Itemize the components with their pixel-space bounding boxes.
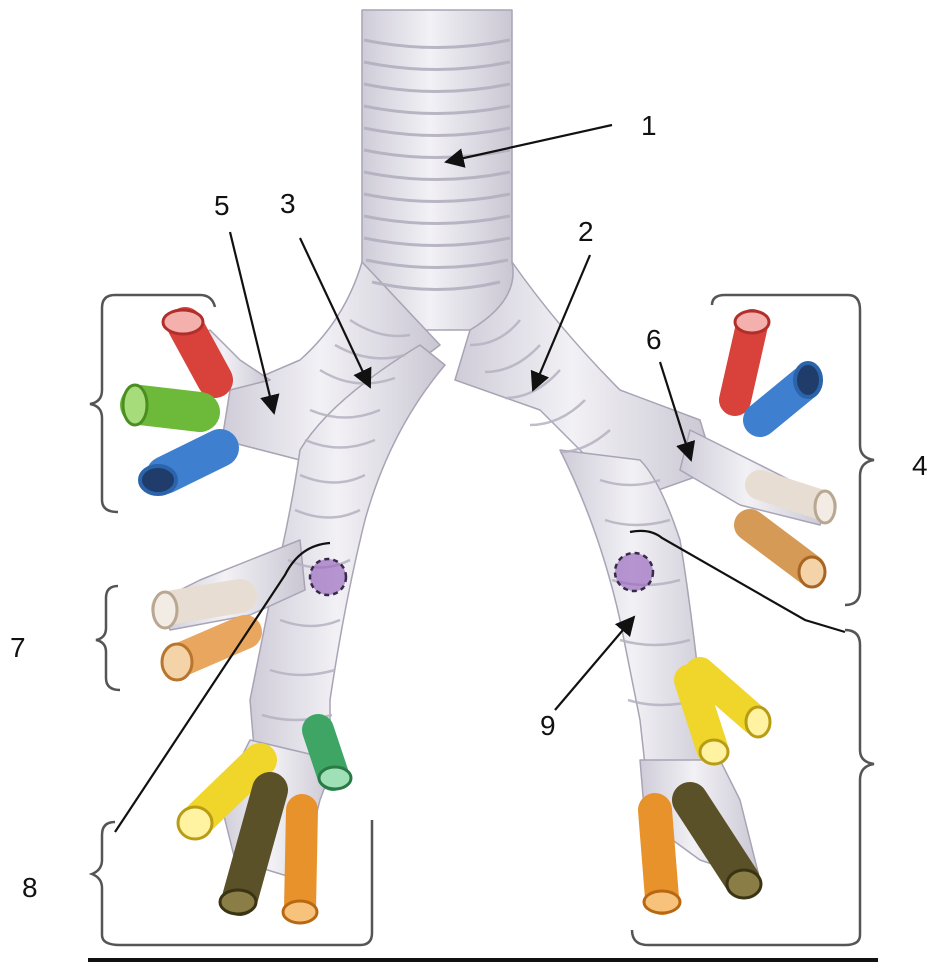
label-3: 3 — [280, 190, 296, 218]
label-5: 5 — [214, 192, 230, 220]
bracket-7 — [96, 586, 120, 690]
label-8: 8 — [22, 874, 38, 902]
right-lower-green-bronchus — [318, 730, 351, 789]
label-6: 6 — [646, 326, 662, 354]
label-9: 9 — [540, 712, 556, 740]
purple-circles — [310, 553, 653, 595]
right-anterior-blue-bronchus — [140, 448, 220, 494]
left-lingula-orange-bronchus — [750, 525, 825, 587]
label-1: 1 — [641, 112, 657, 140]
label-2: 2 — [578, 218, 594, 246]
left-lower-trunk — [560, 450, 720, 810]
right-lower-orange-bronchus — [283, 810, 317, 923]
right-purple-region — [310, 559, 346, 595]
trachea — [362, 10, 514, 330]
left-apical-red-bronchus — [735, 311, 769, 400]
left-purple-region — [615, 553, 653, 591]
label-4: 4 — [912, 452, 928, 480]
right-apical-red-bronchus — [163, 310, 215, 380]
left-anterior-blue-bronchus — [760, 363, 821, 420]
leader-9 — [555, 617, 634, 710]
label-7: 7 — [10, 634, 26, 662]
right-posterior-green-bronchus — [123, 385, 200, 425]
